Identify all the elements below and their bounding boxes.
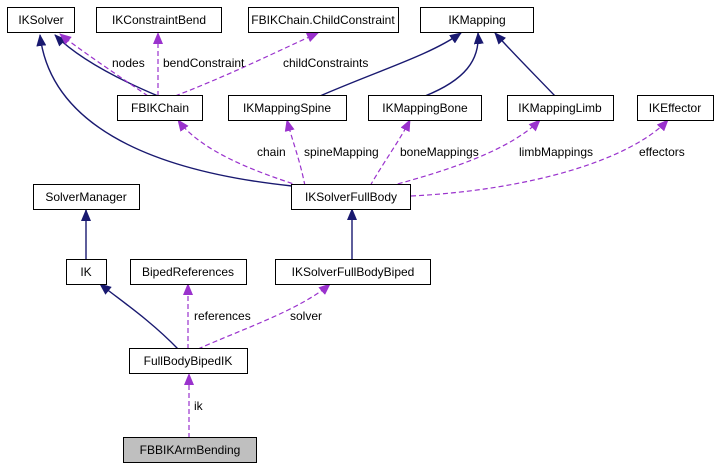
class-node-ik-label: IK — [80, 265, 91, 279]
edge-childconstraints — [174, 32, 319, 97]
edge-solver — [197, 283, 331, 350]
class-node-fbikchain-childconstraint[interactable]: FBIKChain.ChildConstraint — [248, 7, 399, 33]
edge-label-chain: chain — [257, 145, 286, 159]
edge-label-references: references — [194, 309, 251, 323]
class-node-iksolverfullbodybiped-label: IKSolverFullBodyBiped — [292, 265, 415, 279]
class-node-fbbikarmbending-label: FBBIKArmBending — [140, 443, 241, 457]
edge-label-spinemapping: spineMapping — [304, 145, 379, 159]
class-node-ikconstraintbend[interactable]: IKConstraintBend — [96, 7, 222, 33]
class-node-fbikchain-childconstraint-label: FBIKChain.ChildConstraint — [251, 13, 395, 27]
edge-label-limbmappings: limbMappings — [519, 145, 593, 159]
class-node-solvermanager-label: SolverManager — [45, 190, 126, 204]
edge-fullbodybipedik-to-ik — [99, 283, 179, 350]
class-node-iksolver-label: IKSolver — [18, 13, 63, 27]
edge-label-nodes: nodes — [112, 56, 145, 70]
edge-limbmappings — [389, 119, 541, 187]
class-node-ikmappingbone[interactable]: IKMappingBone — [368, 95, 482, 121]
edge-chain — [177, 119, 301, 187]
class-node-solvermanager[interactable]: SolverManager — [33, 184, 140, 210]
class-node-fbbikarmbending[interactable]: FBBIKArmBending — [123, 437, 257, 463]
edge-ikmappinglimb-to-ikmapping — [494, 32, 556, 97]
edge-label-bendconstraint: bendConstraint — [163, 56, 245, 70]
edge-label-effectors: effectors — [639, 145, 685, 159]
edge-label-ik: ik — [194, 399, 204, 413]
edge-bonemappings — [369, 119, 411, 187]
class-node-iksolverfullbody[interactable]: IKSolverFullBody — [291, 184, 411, 210]
class-node-ikmappinglimb-label: IKMappingLimb — [518, 101, 602, 115]
edge-ikmappingspine-to-ikmapping — [319, 32, 462, 97]
class-node-ikmappingbone-label: IKMappingBone — [382, 101, 468, 115]
class-node-fullbodybipedik[interactable]: FullBodyBipedIK — [129, 348, 248, 374]
edge-nodes — [59, 33, 149, 97]
class-node-iksolver[interactable]: IKSolver — [7, 7, 75, 33]
class-node-ikmapping[interactable]: IKMapping — [420, 7, 534, 33]
edge-spinemapping — [284, 119, 306, 187]
edge-label-bonemappings: boneMappings — [400, 145, 479, 159]
edge-label-solver: solver — [290, 309, 322, 323]
class-node-iksolverfullbodybiped[interactable]: IKSolverFullBodyBiped — [275, 259, 431, 285]
class-node-ikmappingspine-label: IKMappingSpine — [243, 101, 331, 115]
class-node-ikmapping-label: IKMapping — [448, 13, 505, 27]
class-node-ikeffector[interactable]: IKEffector — [637, 95, 714, 121]
class-node-ikmappingspine[interactable]: IKMappingSpine — [228, 95, 347, 121]
class-node-ikmappinglimb[interactable]: IKMappingLimb — [507, 95, 614, 121]
class-node-ikconstraintbend-label: IKConstraintBend — [112, 13, 206, 27]
class-node-ikeffector-label: IKEffector — [649, 101, 701, 115]
class-node-bipedreferences-label: BipedReferences — [142, 265, 234, 279]
class-node-iksolverfullbody-label: IKSolverFullBody — [305, 190, 397, 204]
edge-label-childconstraints: childConstraints — [283, 56, 368, 70]
class-node-fbikchain-label: FBIKChain — [131, 101, 189, 115]
edge-iksolverfullbody-to-iksolver — [36, 34, 293, 187]
edge-effectors — [410, 119, 669, 197]
class-node-bipedreferences[interactable]: BipedReferences — [130, 259, 247, 285]
class-node-fullbodybipedik-label: FullBodyBipedIK — [144, 354, 233, 368]
class-node-ik[interactable]: IK — [66, 259, 107, 285]
class-node-fbikchain[interactable]: FBIKChain — [117, 95, 203, 121]
edge-ikmappingbone-to-ikmapping — [424, 32, 484, 97]
